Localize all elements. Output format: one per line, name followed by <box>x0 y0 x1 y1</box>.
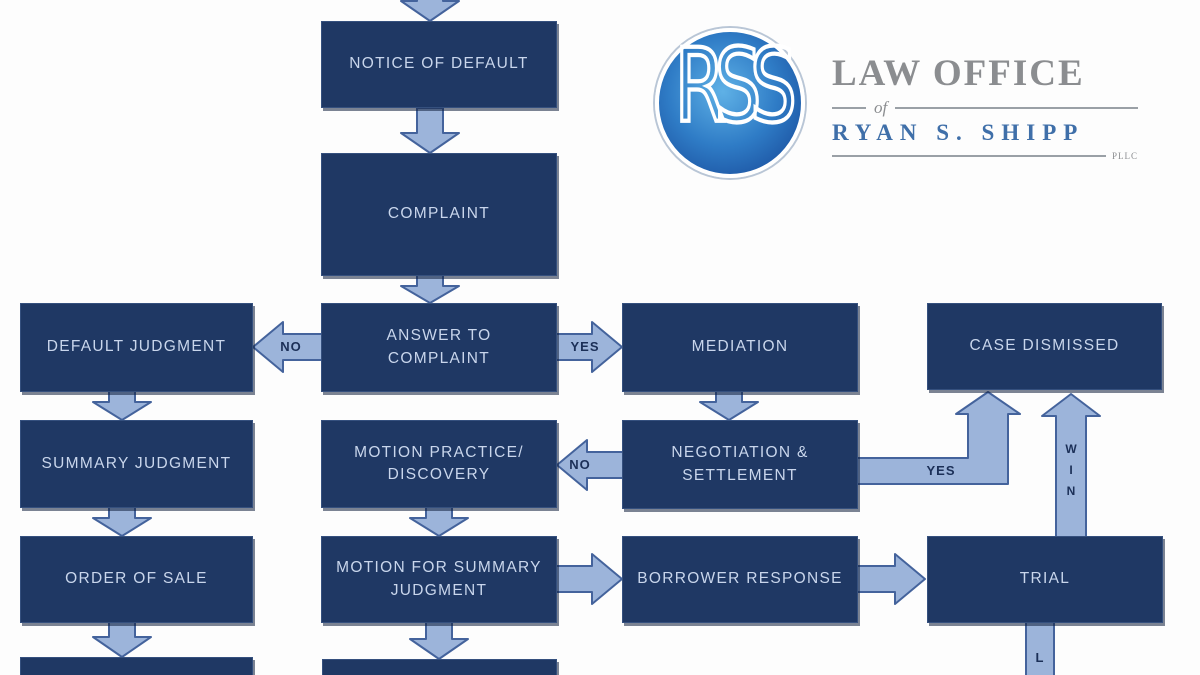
arrow-motion-summary-down <box>409 621 469 660</box>
node-borrower-response: BORROWER RESPONSE <box>622 536 858 623</box>
logo-suffix: PLLC <box>1111 151 1138 161</box>
arrow-answer-no-to-default-judgment <box>252 321 323 373</box>
node-mediation: MEDIATION <box>622 303 858 392</box>
label-answer-no: NO <box>280 339 302 354</box>
arrow-into-notice-of-default <box>400 0 460 22</box>
label-trial-win: WIN <box>1064 442 1078 505</box>
law-office-logo-text: LAW OFFICE of RYAN S. SHIPP PLLC <box>832 52 1138 161</box>
arrow-motion-practice-to-motion-summary <box>409 506 469 537</box>
arrow-default-to-summary-judgment <box>92 390 152 421</box>
arrow-order-of-sale-down <box>92 621 152 658</box>
label-settlement-yes: YES <box>926 463 956 478</box>
logo-of-row: of <box>832 98 1138 118</box>
arrow-trial-lose-down <box>1025 621 1055 675</box>
node-case-dismissed: CASE DISMISSED <box>927 303 1162 390</box>
label-answer-yes: YES <box>570 339 600 354</box>
logo-title: LAW OFFICE <box>832 53 1085 94</box>
arrow-complaint-to-answer <box>400 274 460 304</box>
logo-of-word: of <box>874 98 888 117</box>
node-motion-for-summary-judgment: MOTION FOR SUMMARY JUDGMENT <box>321 536 557 623</box>
arrow-notice-to-complaint <box>400 107 460 154</box>
logo-monogram: RSS <box>675 32 794 145</box>
node-partial-bottom-left <box>20 657 253 675</box>
arrow-answer-yes-to-mediation <box>555 321 623 373</box>
arrow-mediation-to-negotiation <box>699 390 759 421</box>
label-settlement-no: NO <box>569 457 591 472</box>
label-trial-lose-partial: L <box>1035 650 1045 665</box>
arrow-negotiation-no-to-motion-practice <box>556 439 624 491</box>
arrow-borrower-to-trial <box>855 553 926 605</box>
logo-rule-right <box>895 107 1138 109</box>
arrow-negotiation-yes-to-case-dismissed <box>855 391 1021 485</box>
node-negotiation-settlement: NEGOTIATION & SETTLEMENT <box>622 420 858 509</box>
arrow-trial-win-to-case-dismissed <box>1041 393 1101 538</box>
node-summary-judgment: SUMMARY JUDGMENT <box>20 420 253 508</box>
logo-rule-left <box>832 107 866 109</box>
node-partial-bottom-middle <box>322 659 557 675</box>
law-office-logo-emblem: RSS <box>655 24 806 178</box>
node-trial: TRIAL <box>927 536 1163 623</box>
node-notice-of-default: NOTICE OF DEFAULT <box>321 21 557 108</box>
arrow-motion-summary-to-borrower <box>555 553 623 605</box>
arrow-summary-to-order-of-sale <box>92 506 152 537</box>
logo-attorney-name: RYAN S. SHIPP <box>832 120 1085 145</box>
node-order-of-sale: ORDER OF SALE <box>20 536 253 623</box>
node-answer-to-complaint: ANSWER TO COMPLAINT <box>321 303 557 392</box>
node-complaint: COMPLAINT <box>321 153 557 276</box>
node-default-judgment: DEFAULT JUDGMENT <box>20 303 253 392</box>
node-motion-practice-discovery: MOTION PRACTICE/ DISCOVERY <box>321 420 557 508</box>
logo-suffix-row: PLLC <box>832 151 1138 161</box>
logo-rule-bottom <box>832 155 1106 157</box>
